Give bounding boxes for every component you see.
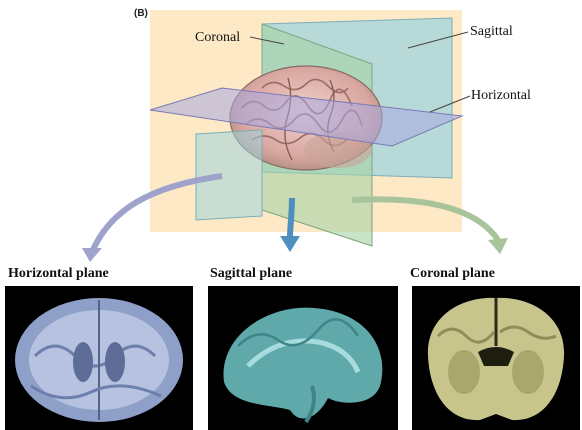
horizontal-plane-title: Horizontal plane	[8, 266, 109, 282]
sagittal-label: Sagittal	[470, 24, 513, 40]
horizontal-slice-image	[5, 286, 193, 430]
horizontal-arrowhead	[82, 248, 102, 262]
sagittal-arrow	[290, 198, 292, 238]
coronal-slice-image	[412, 286, 580, 430]
horizontal-label: Horizontal	[471, 88, 531, 104]
coronal-arrowhead	[488, 238, 508, 254]
sagittal-plane-title: Sagittal plane	[210, 266, 292, 282]
coronal-plane-title: Coronal plane	[410, 266, 495, 282]
sagittal-plane-front	[196, 130, 262, 220]
sagittal-slice-image	[208, 286, 398, 430]
panel-label: (B)	[134, 8, 148, 19]
sagittal-arrowhead	[280, 236, 300, 252]
coronal-label: Coronal	[195, 30, 240, 46]
